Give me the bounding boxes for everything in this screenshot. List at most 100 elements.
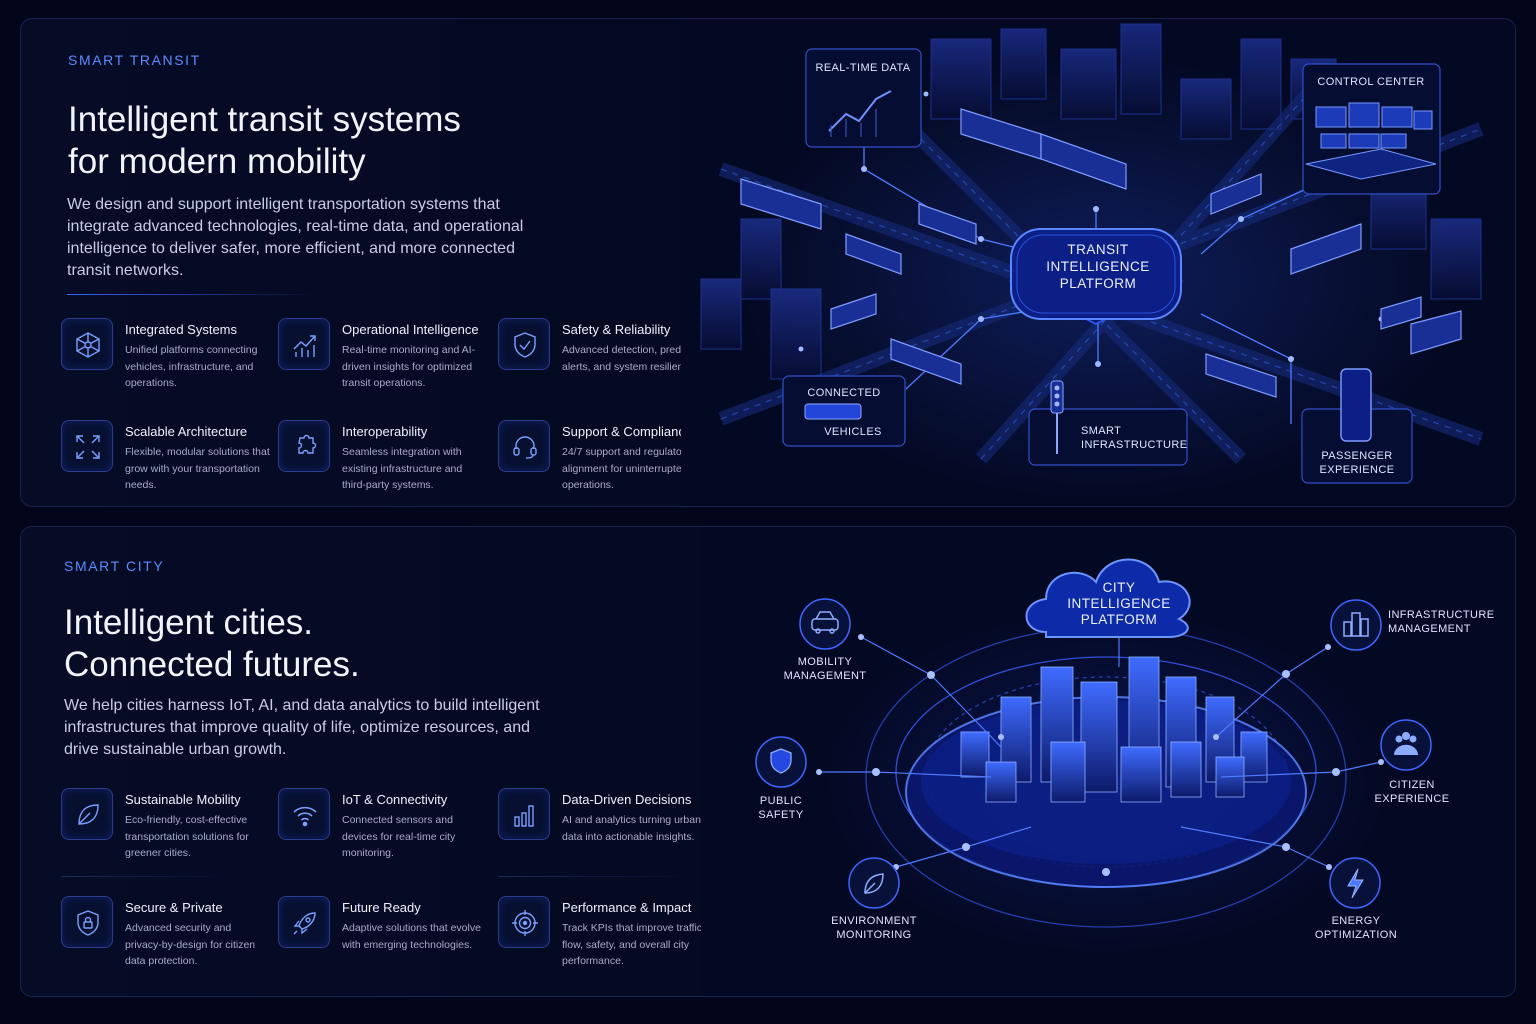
feature-desc: AI and analytics turning urban data into… xyxy=(562,814,701,843)
control-center-label: CONTROL CENTER xyxy=(1317,76,1424,88)
transit-feature-support: Support & Compliance 24/7 support and re… xyxy=(498,420,708,506)
city-hub-line-3: PLATFORM xyxy=(1081,612,1158,627)
city-feature-iot: IoT & Connectivity Connected sensors and… xyxy=(278,788,488,878)
feature-title: Future Ready xyxy=(342,900,421,915)
transit-headline-line1: Intelligent transit systems xyxy=(68,100,461,139)
smart-infra-line1: SMART xyxy=(1081,425,1121,437)
transit-headline-line2: for modern mobility xyxy=(68,142,366,181)
car-icon xyxy=(811,611,839,634)
realtime-data-label: REAL-TIME DATA xyxy=(815,62,910,74)
smart-city-panel: SMART CITY Intelligent cities. Connected… xyxy=(20,526,1516,997)
bus-icon xyxy=(804,403,862,420)
leaf-icon xyxy=(61,788,113,840)
hub-line-1: TRANSIT xyxy=(1067,242,1128,257)
feature-title: Support & Compliance xyxy=(562,424,693,439)
network-icon xyxy=(61,318,113,370)
infrastructure-management-node: INFRASTRUCTURE MANAGEMENT xyxy=(1330,599,1494,651)
city-feature-future: Future Ready Adaptive solutions that evo… xyxy=(278,896,488,986)
leaf-icon xyxy=(864,873,884,894)
citizen-line1: CITIZEN xyxy=(1389,779,1435,791)
feature-desc: Advanced security and privacy-by-design … xyxy=(125,922,256,967)
feature-desc: Seamless integration with existing infra… xyxy=(342,446,463,491)
feature-title: Operational Intelligence xyxy=(342,322,479,337)
citizen-line2: EXPERIENCE xyxy=(1375,793,1450,805)
transit-feature-integrated: Integrated Systems Unified platforms con… xyxy=(61,318,271,408)
realtime-data-card: REAL-TIME DATA xyxy=(805,48,922,148)
feature-desc: Connected sensors and devices for real-t… xyxy=(342,814,456,859)
public-safety-node: PUBLIC SAFETY xyxy=(755,736,807,821)
mobility-line2: MANAGEMENT xyxy=(784,670,867,682)
feature-desc: Advanced detection, predictive alerts, a… xyxy=(562,344,706,373)
feature-title: Interoperability xyxy=(342,424,428,439)
transit-network-diagram: TRANSIT INTELLIGENCE PLATFORM REAL-TIME … xyxy=(681,19,1515,506)
transit-eyebrow: SMART TRANSIT xyxy=(68,52,201,68)
target-icon xyxy=(498,896,550,948)
environment-monitoring-node: ENVIRONMENT MONITORING xyxy=(831,857,917,941)
feature-desc: Track KPIs that improve traffic flow, sa… xyxy=(562,922,703,967)
feature-title: Scalable Architecture xyxy=(125,424,248,439)
feature-title: Data-Driven Decisions xyxy=(562,792,692,807)
safety-line1: PUBLIC xyxy=(760,795,802,807)
citizen-experience-node: CITIZEN EXPERIENCE xyxy=(1375,719,1450,805)
infra-line2: MANAGEMENT xyxy=(1388,623,1471,635)
city-network-diagram: CITY INTELLIGENCE PLATFORM MOBILITY MANA… xyxy=(701,527,1515,996)
buildings-icon xyxy=(1343,612,1369,637)
rocket-icon xyxy=(278,896,330,948)
city-row-divider-2 xyxy=(498,876,698,877)
smart-infrastructure-card: SMART INFRASTRUCTURE xyxy=(1028,380,1188,466)
connected-vehicles-line2: VEHICLES xyxy=(824,426,882,438)
environment-line1: ENVIRONMENT xyxy=(831,915,917,927)
feature-desc: Eco-friendly, cost-effective transportat… xyxy=(125,814,249,859)
line-chart-icon xyxy=(828,90,892,132)
control-center-card: CONTROL CENTER xyxy=(1302,63,1441,195)
city-towers xyxy=(960,656,1268,803)
smart-transit-panel: SMART TRANSIT Intelligent transit system… xyxy=(20,18,1516,507)
feature-desc: Flexible, modular solutions that grow wi… xyxy=(125,446,270,491)
connected-vehicles-card: CONNECTED VEHICLES xyxy=(782,375,906,447)
city-feature-mobility: Sustainable Mobility Eco-friendly, cost-… xyxy=(61,788,271,878)
mobility-line1: MOBILITY xyxy=(798,656,853,668)
lightning-icon xyxy=(1347,868,1364,899)
feature-desc: Unified platforms connecting vehicles, i… xyxy=(125,344,258,389)
chart-trend-icon xyxy=(278,318,330,370)
transit-vehicles xyxy=(740,108,1462,398)
mobility-management-node: MOBILITY MANAGEMENT xyxy=(784,598,867,682)
feature-title: Performance & Impact xyxy=(562,900,692,915)
city-description: We help cities harness IoT, AI, and data… xyxy=(64,697,540,758)
shield-lock-icon xyxy=(61,896,113,948)
headset-icon xyxy=(498,420,550,472)
smart-infra-line2: INFRASTRUCTURE xyxy=(1081,439,1187,451)
energy-optimization-node: ENERGY OPTIMIZATION xyxy=(1315,857,1397,941)
feature-desc: 24/7 support and regulatory alignment fo… xyxy=(562,446,691,491)
city-feature-secure: Secure & Private Advanced security and p… xyxy=(61,896,271,986)
feature-desc: Real-time monitoring and AI-driven insig… xyxy=(342,344,476,389)
safety-line2: SAFETY xyxy=(758,809,803,821)
passenger-line2: EXPERIENCE xyxy=(1320,464,1395,476)
city-eyebrow: SMART CITY xyxy=(64,558,165,574)
passenger-line1: PASSENGER xyxy=(1321,450,1392,462)
transit-feature-operational: Operational Intelligence Real-time monit… xyxy=(278,318,488,408)
hub-line-2: INTELLIGENCE xyxy=(1046,259,1150,274)
energy-line2: OPTIMIZATION xyxy=(1315,929,1397,941)
puzzle-icon xyxy=(278,420,330,472)
feature-title: Secure & Private xyxy=(125,900,223,915)
smartphone-icon xyxy=(1340,368,1372,442)
passenger-experience-card: PASSENGER EXPERIENCE xyxy=(1301,368,1413,484)
transit-feature-scalable: Scalable Architecture Flexible, modular … xyxy=(61,420,271,506)
shield-check-icon xyxy=(498,318,550,370)
city-hub-line-2: INTELLIGENCE xyxy=(1067,596,1171,611)
feature-desc: Adaptive solutions that evolve with emer… xyxy=(342,922,481,951)
feature-title: Safety & Reliability xyxy=(562,322,671,337)
people-icon xyxy=(1394,732,1418,755)
city-connection-lines xyxy=(819,632,1382,868)
city-headline: Intelligent cities. Connected futures. xyxy=(64,602,360,686)
infra-line1: INFRASTRUCTURE xyxy=(1388,609,1494,621)
expand-icon xyxy=(61,420,113,472)
feature-title: Sustainable Mobility xyxy=(125,792,241,807)
bar-chart-icon xyxy=(498,788,550,840)
city-headline-line1: Intelligent cities. xyxy=(64,603,314,642)
transit-divider xyxy=(67,294,317,295)
environment-line2: MONITORING xyxy=(836,929,911,941)
shield-icon xyxy=(770,748,792,774)
wifi-icon xyxy=(278,788,330,840)
